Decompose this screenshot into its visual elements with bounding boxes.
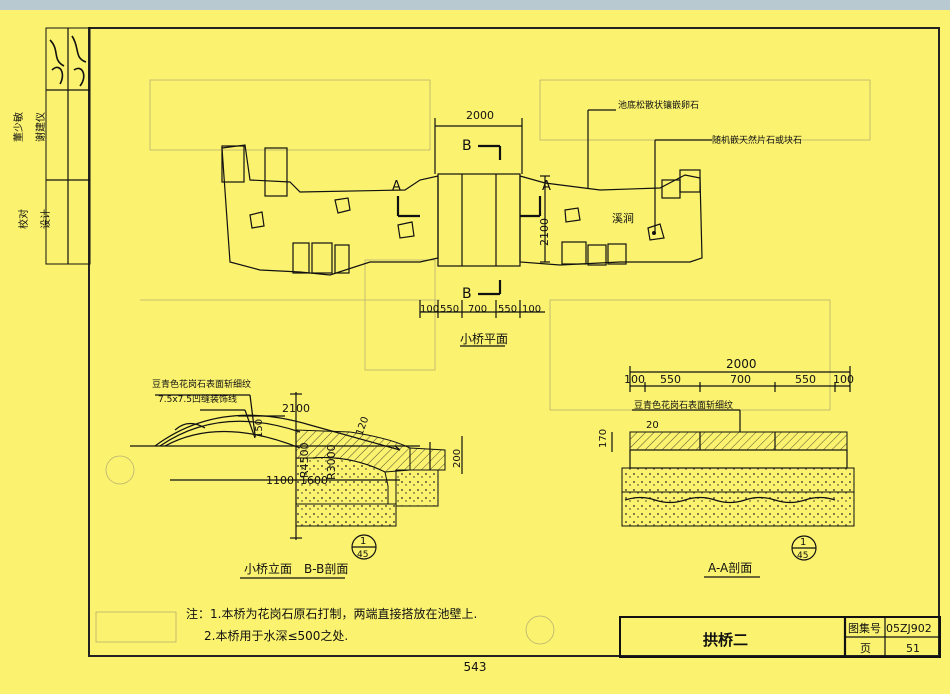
signoff-check: 校对 <box>17 209 30 229</box>
section-a-left: A <box>392 179 401 194</box>
plan-dim-right: 2100 <box>538 218 551 246</box>
scan-edge-band <box>0 0 950 10</box>
plan-dim-2: 550 <box>440 304 459 315</box>
plan-dim-top: 2000 <box>466 109 494 122</box>
signoff-name-1: 董少敏 <box>12 112 25 142</box>
aa-dim-total: 2000 <box>726 357 757 371</box>
signature-2 <box>71 35 87 87</box>
elev-label: 小桥立面 <box>244 561 292 576</box>
elev-dim-2100: 2100 <box>282 402 310 415</box>
plan-callout-pond: 池底松散状镶嵌卵石 <box>618 99 699 111</box>
plan-dim-1: 100 <box>420 304 439 315</box>
plan-dim-3: 700 <box>468 304 487 315</box>
stream-label: 溪涧 <box>612 212 634 225</box>
aa-dim-1: 100 <box>624 373 645 386</box>
note-1: 注：1.本桥为花岗石原石打制，两端直接搭放在池壁上. <box>186 606 477 621</box>
signoff-name-2: 谢建仪 <box>34 112 47 142</box>
section-b-bottom: B <box>462 286 472 302</box>
signoff-strip: 校对 设计 董少敏 谢建仪 <box>12 27 91 265</box>
aa-ref-top: 1 <box>800 537 806 548</box>
aa-d20: 20 <box>646 420 659 431</box>
plan-dim-5: 100 <box>522 304 541 315</box>
elev-ref-top: 1 <box>360 536 366 547</box>
section-b-top: B <box>462 138 472 154</box>
title-block: 拱桥二 图集号 05ZJ902 页 51 <box>619 616 941 658</box>
plan-callout-random: 随机嵌天然片石或块石 <box>712 134 802 146</box>
aa-d170: 170 <box>598 429 609 448</box>
sheet-title: 拱桥二 <box>703 631 748 649</box>
elev-ref-bottom: 45 <box>357 550 368 560</box>
section-aa-view: 2000 100 550 700 550 100 豆青色花岗石表面斩细纹 170… <box>598 357 855 578</box>
signature-1 <box>49 39 65 85</box>
page-value: 51 <box>906 642 920 655</box>
elev-callout-groove: 7.5x7.5凹缝装饰线 <box>158 393 237 405</box>
page-number: 543 <box>463 660 487 674</box>
aa-dim-5: 100 <box>833 373 854 386</box>
elev-d200: 200 <box>452 449 463 468</box>
plan-label: 小桥平面 <box>460 332 508 346</box>
aa-dim-2: 550 <box>660 373 681 386</box>
atlas-label: 图集号 <box>848 621 881 635</box>
section-bb-label: B-B剖面 <box>304 562 348 576</box>
atlas-number: 05ZJ902 <box>886 622 932 635</box>
elev-r4500: R4500 <box>298 442 311 478</box>
elev-dim-1600: 1600 <box>300 474 328 487</box>
plan-dim-4: 550 <box>498 304 517 315</box>
aa-dim-3: 700 <box>730 373 751 386</box>
elev-d120: 120 <box>354 415 371 437</box>
signoff-design: 设计 <box>39 209 52 229</box>
elev-callout-granite: 豆青色花岗石表面斩细纹 <box>152 378 251 390</box>
elev-d150: 150 <box>254 419 265 438</box>
aa-callout: 豆青色花岗石表面斩细纹 <box>634 399 733 411</box>
elev-r3000: R3000 <box>325 444 338 480</box>
aa-dim-4: 550 <box>795 373 816 386</box>
section-aa-label: A-A剖面 <box>708 561 752 575</box>
drawing-frame <box>88 27 940 657</box>
aa-ref-bottom: 45 <box>797 551 808 561</box>
note-2: 2.本桥用于水深≤500之处. <box>204 629 348 643</box>
plan-view: 2000 2100 100 550 700 550 100 B B A A 溪涧… <box>221 99 802 347</box>
page-label: 页 <box>860 642 871 655</box>
elevation-view: 豆青色花岗石表面斩细纹 7.5x7.5凹缝装饰线 2100 1100 1600 … <box>130 378 463 579</box>
section-a-right: A <box>542 179 551 194</box>
elev-dim-1100: 1100 <box>266 474 294 487</box>
